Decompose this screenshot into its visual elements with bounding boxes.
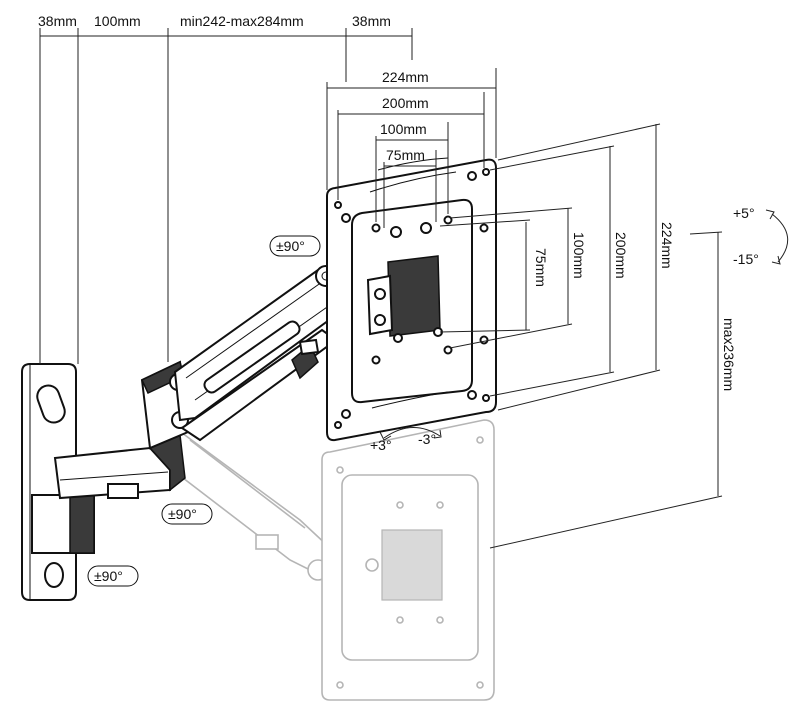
tilt-arrow-down bbox=[771, 255, 781, 265]
ghost-lower-arm bbox=[169, 428, 331, 577]
vesa-hole-200-tl bbox=[341, 213, 351, 223]
wall-pivot-shade bbox=[69, 494, 95, 554]
ghost-hole bbox=[476, 436, 484, 444]
vesa-hole-224-tr bbox=[467, 171, 477, 181]
dim-max-ext-t bbox=[689, 231, 723, 235]
dim-75v-ext-t bbox=[439, 219, 531, 227]
tilt-knob-lower bbox=[374, 314, 386, 326]
dimension-lines bbox=[39, 28, 788, 549]
vesa-hole-75-tr bbox=[420, 222, 432, 234]
ghost-hole bbox=[476, 681, 484, 689]
vesa-hole-75-bl bbox=[393, 333, 403, 343]
vesa-top-lip-2 bbox=[369, 171, 457, 193]
vesa-hole-100-tr bbox=[443, 215, 453, 225]
vesa-hole-75-tl bbox=[390, 226, 402, 238]
label-top-38-right: 38mm bbox=[352, 13, 391, 29]
vesa-hole bbox=[482, 168, 490, 176]
label-width-224: 224mm bbox=[382, 69, 429, 85]
wall-slot-bottom bbox=[44, 562, 64, 588]
wall-plate bbox=[21, 363, 95, 601]
swivel-badges bbox=[87, 235, 321, 587]
label-top-100: 100mm bbox=[94, 13, 141, 29]
vesa-top-lip bbox=[377, 157, 449, 171]
dim-200v-ext-t bbox=[489, 145, 615, 171]
ghost-arm-clip bbox=[255, 534, 279, 550]
rotation-arrow-right bbox=[433, 429, 442, 439]
vesa-hole-224-tl bbox=[334, 201, 342, 209]
label-max-height: max236mm bbox=[721, 318, 737, 391]
label-height-200: 200mm bbox=[613, 232, 629, 279]
tilt-block bbox=[387, 255, 441, 337]
badge-plate-swivel bbox=[269, 235, 321, 257]
gas-spring-cylinder bbox=[203, 320, 301, 394]
label-top-range: min242-max284mm bbox=[180, 13, 304, 29]
upper-arm-edge-1 bbox=[185, 281, 323, 379]
vesa-hole-100-br bbox=[443, 345, 453, 355]
dim-100v-ext-t bbox=[449, 207, 573, 219]
lowered-position-ghost bbox=[169, 419, 495, 701]
ghost-hole bbox=[436, 616, 444, 624]
label-tilt-up: +5° bbox=[733, 205, 755, 221]
tilt-knob bbox=[374, 288, 386, 300]
vesa-hole-100-bl bbox=[371, 355, 381, 365]
tilt-arc bbox=[771, 213, 788, 263]
label-width-200: 200mm bbox=[382, 95, 429, 111]
label-width-100: 100mm bbox=[380, 121, 427, 137]
dim-100v-ext-b bbox=[449, 323, 573, 349]
rotation-arrow-left bbox=[379, 431, 392, 441]
label-height-75: 75mm bbox=[533, 248, 549, 287]
vesa-hole-224-bl bbox=[334, 421, 342, 429]
label-swivel-arm: ±90° bbox=[168, 506, 197, 522]
dim-max-ext-b bbox=[489, 495, 723, 549]
vesa-plate bbox=[326, 157, 497, 442]
vesa-hole-200-r2 bbox=[479, 335, 489, 345]
label-height-100: 100mm bbox=[571, 232, 587, 279]
label-width-75: 75mm bbox=[386, 147, 425, 163]
ghost-tilt-block bbox=[381, 529, 443, 601]
label-tilt-down: -15° bbox=[733, 251, 759, 267]
label-rotate-minus: -3° bbox=[418, 431, 436, 447]
tilt-bracket bbox=[366, 274, 394, 336]
badge-wall-swivel bbox=[87, 565, 139, 587]
dim-224v-ext-t bbox=[497, 123, 661, 161]
badge-arm-swivel bbox=[161, 503, 213, 525]
ghost-hole bbox=[336, 681, 344, 689]
first-arm-edge bbox=[59, 471, 169, 481]
vesa-hole bbox=[467, 390, 477, 400]
label-swivel-wall: ±90° bbox=[94, 568, 123, 584]
ghost-hole bbox=[396, 501, 404, 509]
vesa-hole-100-tl bbox=[371, 223, 381, 233]
first-arm-clip bbox=[107, 483, 139, 499]
label-rotate-plus: +3° bbox=[370, 437, 392, 453]
label-height-224: 224mm bbox=[659, 222, 675, 269]
vesa-bottom-lip bbox=[371, 391, 449, 409]
gas-spring-arm bbox=[173, 265, 342, 442]
vesa-hole-224-br bbox=[482, 394, 490, 402]
tilt-arrow-up bbox=[765, 209, 775, 220]
label-top-38-left: 38mm bbox=[38, 13, 77, 29]
ghost-hole bbox=[336, 466, 344, 474]
ghost-arm-edge bbox=[189, 439, 306, 529]
label-swivel-plate: ±90° bbox=[276, 238, 305, 254]
vesa-hole-200-r bbox=[479, 223, 489, 233]
rotation-arc bbox=[383, 427, 441, 439]
labels: 38mm 100mm min242-max284mm 38mm 224mm 20… bbox=[38, 13, 759, 584]
dim-200v-ext-b bbox=[489, 371, 615, 397]
ghost-hole bbox=[396, 616, 404, 624]
wall-slot-top bbox=[36, 384, 66, 424]
dim-75v-ext-b bbox=[439, 329, 531, 333]
dim-224v-ext-b bbox=[497, 369, 661, 411]
ghost-hole bbox=[436, 501, 444, 509]
tension-knob-cap bbox=[298, 338, 320, 356]
vesa-hole-200-bl bbox=[341, 409, 351, 419]
ghost-knob bbox=[365, 558, 379, 572]
